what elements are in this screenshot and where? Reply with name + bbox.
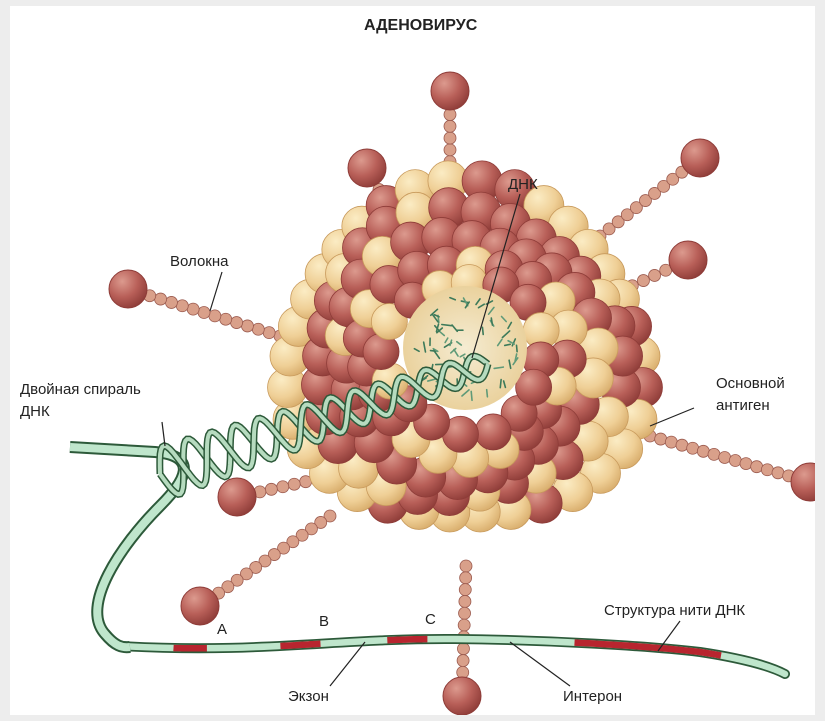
dna-fragment — [517, 345, 518, 351]
fiber-knob — [218, 478, 256, 516]
fiber-knob — [791, 463, 815, 501]
fiber-bead — [458, 619, 470, 631]
segment-b-label: B — [319, 613, 329, 630]
exon-segment — [387, 639, 427, 640]
fiber-bead — [665, 436, 677, 448]
fiber-bead — [772, 467, 784, 479]
fiber-bead — [460, 560, 472, 572]
fiber-bead — [459, 584, 471, 596]
fiber-bead — [708, 448, 720, 460]
dna-fragment — [505, 344, 510, 345]
exon-label: Экзон — [288, 688, 329, 705]
fiber-bead — [649, 269, 661, 281]
fiber-bead — [719, 451, 731, 463]
fiber-bead — [459, 607, 471, 619]
diagram-frame: АДЕНОВИРУС ДНК Волокна Двойная спираль Д… — [10, 6, 815, 715]
dna-fragment — [482, 327, 483, 334]
strand-structure-label: Структура нити ДНК — [604, 602, 745, 619]
fiber-bead — [457, 655, 469, 667]
fiber-bead — [198, 307, 210, 319]
fiber-bead — [252, 323, 264, 335]
diagram-title: АДЕНОВИРУС — [364, 17, 478, 34]
fiber-bead — [655, 433, 667, 445]
fiber-bead — [265, 483, 277, 495]
fiber-bead — [288, 478, 300, 490]
fiber-bead — [165, 296, 177, 308]
fiber-knob — [443, 677, 481, 715]
capsomer-dark — [516, 369, 552, 405]
fiber-bead — [444, 132, 456, 144]
fiber-bead — [761, 464, 773, 476]
fiber-bead — [277, 481, 289, 493]
adenovirus-diagram: АДЕНОВИРУС ДНК Волокна Двойная спираль Д… — [10, 6, 815, 715]
fiber-bead — [676, 439, 688, 451]
fiber-bead — [220, 313, 232, 325]
dna-ribbon-fill — [70, 447, 184, 647]
fiber-knob — [431, 72, 469, 110]
fiber-knob — [669, 241, 707, 279]
segment-a-label: A — [217, 621, 227, 638]
intron-leader-line — [510, 642, 570, 686]
fiber-bead — [460, 572, 472, 584]
fiber-knob — [181, 587, 219, 625]
dna-fragment — [471, 391, 472, 400]
dna-fragment — [487, 390, 488, 397]
fiber-bead — [459, 595, 471, 607]
fiber-bead — [637, 275, 649, 287]
fiber-bead — [241, 320, 253, 332]
exon-segment — [575, 643, 722, 656]
fiber-bead — [263, 327, 275, 339]
fibers-label: Волокна — [170, 253, 229, 270]
fiber-bead — [697, 445, 709, 457]
fiber-bead — [751, 461, 763, 473]
capsomer-dark — [475, 414, 511, 450]
exon-leader-line — [330, 642, 365, 686]
fiber-knob — [348, 149, 386, 187]
dna-label: ДНК — [508, 176, 538, 193]
exon-segment — [280, 644, 320, 646]
fibers-leader-line — [210, 272, 222, 311]
fiber-bead — [444, 144, 456, 156]
fiber-bead — [729, 455, 741, 467]
fiber-knob — [109, 270, 147, 308]
main-antigen-label-line1: Основной — [716, 375, 785, 392]
dna-fragment — [491, 318, 492, 325]
intron-label: Интерон — [563, 688, 622, 705]
fiber-bead — [687, 442, 699, 454]
double-helix-label-line2: ДНК — [20, 403, 50, 420]
double-helix-label-line1: Двойная спираль — [20, 381, 141, 398]
dna-fragment — [500, 380, 501, 388]
main-antigen-label-line2: антиген — [716, 397, 770, 414]
fiber-bead — [187, 303, 199, 315]
fiber-bead — [740, 458, 752, 470]
fiber-bead — [155, 293, 167, 305]
fiber-knob — [681, 139, 719, 177]
fiber-bead — [444, 120, 456, 132]
fiber-bead — [209, 310, 221, 322]
fiber-bead — [457, 643, 469, 655]
fiber-bead — [176, 300, 188, 312]
segment-c-label: C — [425, 611, 436, 628]
fiber-bead — [231, 317, 243, 329]
dna-strand — [120, 639, 785, 674]
